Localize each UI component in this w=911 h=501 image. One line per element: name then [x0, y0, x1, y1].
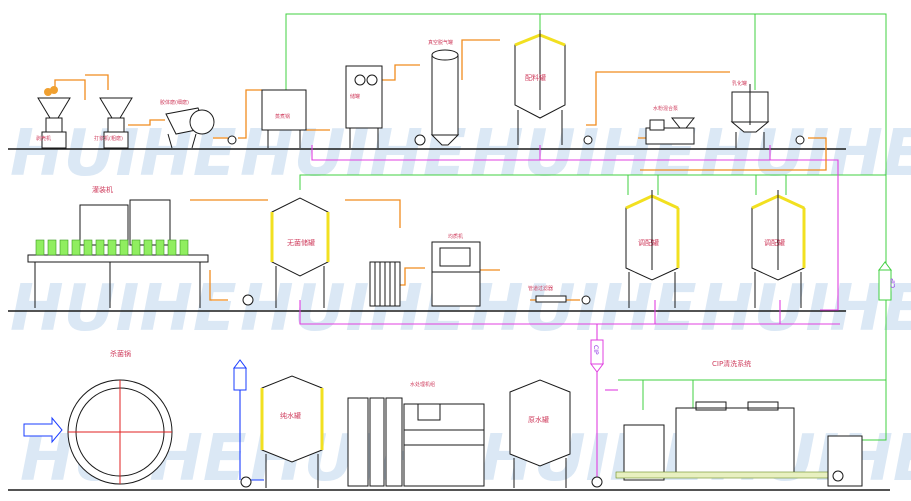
label-steam-cooker: 蒸煮锅: [275, 113, 290, 120]
filler: 灌装机: [27, 185, 209, 308]
water-tag-vertical: [233, 359, 247, 391]
label-blend-tank-1: 调配罐: [638, 238, 659, 247]
receive-tank: 储罐: [345, 65, 383, 148]
retort: 杀菌锅: [23, 349, 173, 485]
label-cip-system: CIP清洗系统: [712, 359, 751, 368]
label-pipe-filter: 管道过滤器: [528, 285, 553, 292]
watermark: HUIHE: [700, 117, 911, 191]
watermark: HUIHE: [240, 272, 467, 346]
pipe-filter: 管道过滤器: [528, 285, 567, 303]
emulsifier: 乳化罐: [730, 80, 770, 148]
watermark: HUIHE: [10, 272, 237, 346]
label-water-treatment: 水处理机组: [410, 381, 435, 388]
sterile-tank: 无菌储罐: [270, 197, 330, 308]
blend-tank-2: 调配罐: [751, 190, 806, 308]
pump: [227, 135, 237, 145]
peeler: 剥壳机: [36, 86, 71, 149]
label-homogenizer: 均质机: [448, 233, 463, 240]
pump: [414, 134, 426, 146]
product-lines: [54, 39, 827, 301]
pump: [583, 135, 593, 145]
watermark: HUIHE: [700, 272, 911, 346]
label-pin-peeler: 打浆机(粗磨): [94, 135, 123, 142]
mixing-tank: 配料罐: [514, 30, 566, 145]
label-pure-water-tank: 纯水罐: [280, 411, 301, 420]
water-treatment: 水处理机组: [347, 381, 485, 487]
label-peeler: 剥壳机: [36, 135, 51, 142]
pin-peeler: 打浆机(粗磨): [94, 97, 133, 149]
label-retort: 杀菌锅: [110, 349, 131, 358]
homogenizer: 均质机: [431, 233, 481, 307]
cip-supply-lines: [285, 13, 887, 441]
label-sterile-tank: 无菌储罐: [287, 238, 315, 247]
cip-tag: CIP: [890, 278, 897, 288]
watermark: HUIHE: [470, 272, 697, 346]
pump: [795, 135, 805, 145]
pure-water-tank: 纯水罐: [260, 375, 324, 488]
cip-system: CIP清洗系统: [615, 359, 863, 487]
cip-tag-vertical-right: CIP: [878, 261, 897, 301]
evaporator: 真空脱气罐: [428, 39, 460, 146]
label-emulsifier: 乳化罐: [732, 80, 747, 87]
label-fine-mill: 胶体磨(细磨): [160, 99, 189, 106]
label-filler: 灌装机: [92, 185, 113, 194]
powder-mixer: 水粉混合泵: [645, 105, 696, 145]
label-powder-mixer: 水粉混合泵: [653, 105, 678, 112]
label-mixing-tank: 配料罐: [525, 73, 546, 82]
cip-tag: CIP: [592, 345, 599, 355]
pump: [591, 476, 603, 488]
pump: [581, 295, 591, 305]
pump: [240, 476, 252, 488]
blend-tank-1: 调配罐: [625, 190, 680, 308]
label-blend-tank-2: 调配罐: [764, 238, 785, 247]
cip-tag-vertical-mid: CIP: [590, 339, 604, 373]
label-raw-water-tank: 原水罐: [528, 415, 549, 424]
fine-mill: 胶体磨(细磨): [160, 99, 215, 149]
label-evaporator: 真空脱气罐: [428, 39, 453, 46]
raw-water-tank: 原水罐: [509, 379, 571, 488]
coil-heat-exchanger: [369, 261, 401, 307]
steam-cooker: 蒸煮锅: [261, 89, 307, 148]
pump: [242, 294, 254, 306]
label-receive-tank: 储罐: [350, 93, 360, 100]
